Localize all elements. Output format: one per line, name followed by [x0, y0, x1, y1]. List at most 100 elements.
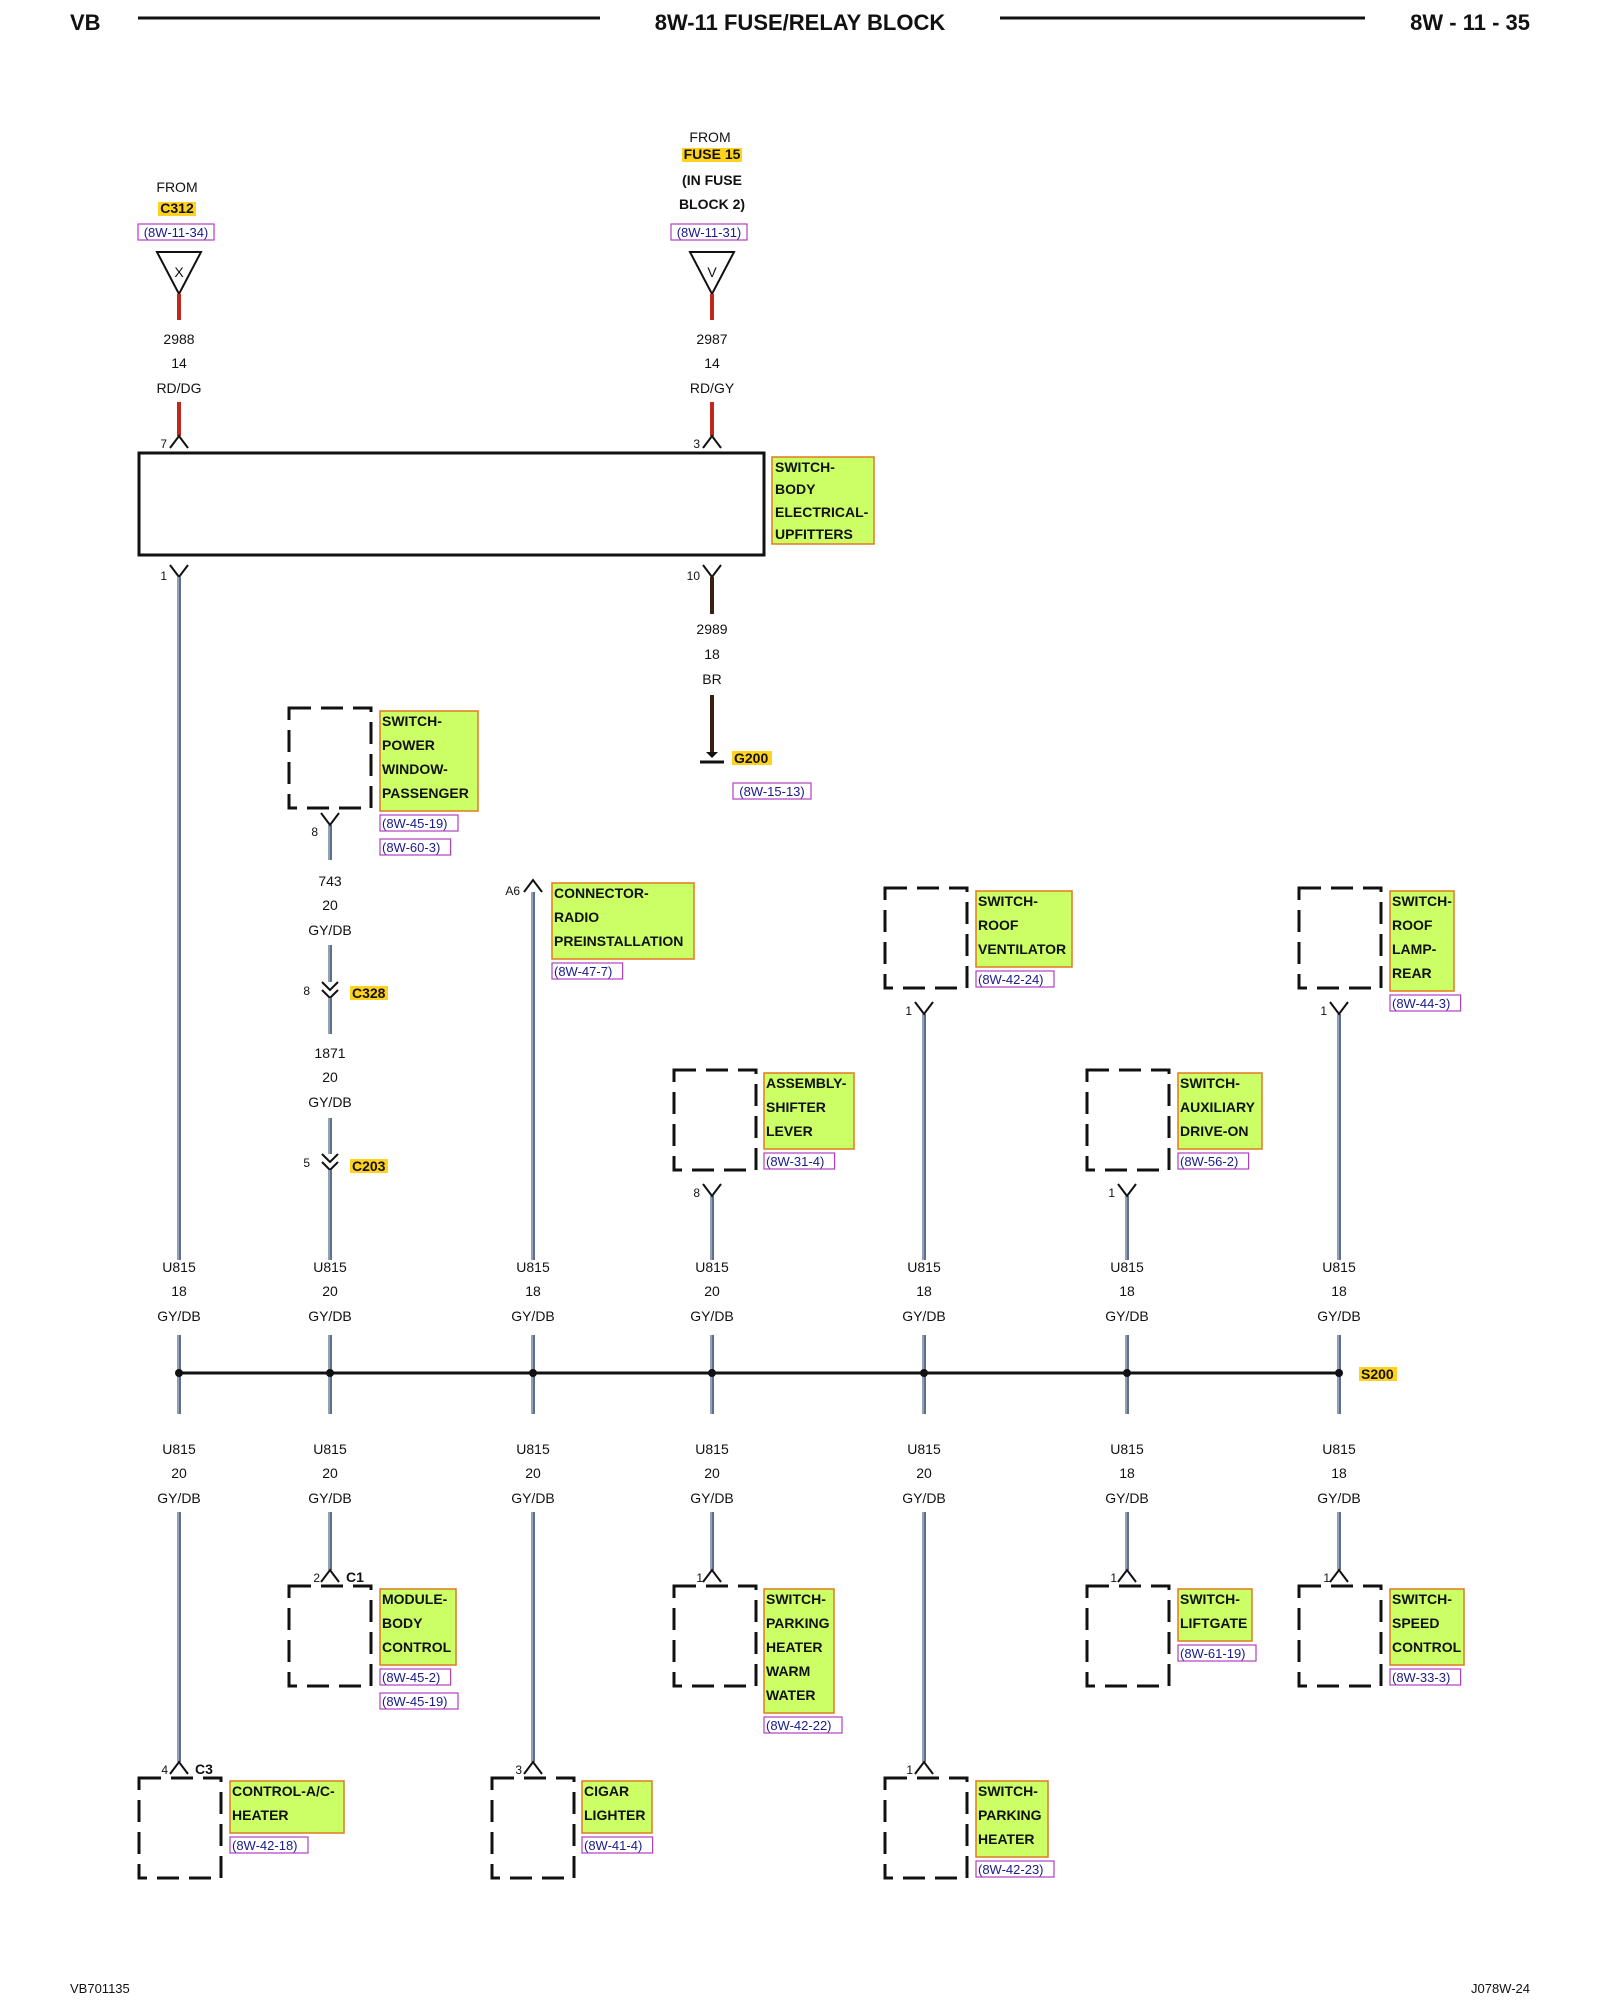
pin-number: A6 [505, 884, 520, 898]
ref-box [975, 1860, 1055, 1878]
splice-dot-icon [529, 1369, 537, 1377]
component-label-line: ROOF [978, 917, 1019, 933]
wire-color: BR [702, 671, 721, 687]
wire-color: GY/DB [308, 922, 352, 938]
component-ref-link[interactable]: (8W-42-24) [978, 972, 1044, 987]
component-ref-link[interactable]: (8W-42-23) [978, 1862, 1044, 1877]
connector-arrow-icon [320, 812, 340, 827]
label-highlight [1177, 1588, 1253, 1642]
component-label-line: BODY [775, 481, 816, 497]
ref-box [763, 1716, 843, 1734]
component-ref-link[interactable]: (8W-31-4) [766, 1154, 824, 1169]
wire-color: GY/DB [902, 1490, 946, 1506]
component-ref-link[interactable]: (8W-33-3) [1392, 1670, 1450, 1685]
connector-label: C1 [346, 1569, 364, 1585]
component-ref-link[interactable]: (8W-61-19) [1180, 1646, 1246, 1661]
label-highlight [1389, 1588, 1465, 1666]
connector-arrow-icon [914, 1760, 934, 1775]
component-ref-link[interactable]: (8W-42-22) [766, 1718, 832, 1733]
component-box [287, 706, 373, 810]
component-label-line: LIGHTER [584, 1807, 645, 1823]
component-ref-link[interactable]: (8W-42-18) [232, 1838, 298, 1853]
splice-dot-icon [1123, 1369, 1131, 1377]
pin-number: 1 [1320, 1004, 1327, 1018]
connector-arrow-icon [1117, 1568, 1137, 1583]
component-label-line: SPEED [1392, 1615, 1439, 1631]
label-highlight [682, 148, 742, 162]
component-box [672, 1068, 758, 1172]
component-ref-link[interactable]: (8W-56-2) [1180, 1154, 1238, 1169]
wire-color: GY/DB [511, 1308, 555, 1324]
wire-number: U815 [516, 1441, 550, 1457]
wire-gauge: 18 [171, 1283, 187, 1299]
wire-gauge: 18 [1331, 1465, 1347, 1481]
component-label-line: SWITCH- [775, 459, 835, 475]
component-label-line: MODULE- [382, 1591, 448, 1607]
wire-number: U815 [313, 1259, 347, 1275]
component-ref-link[interactable]: (8W-45-19) [382, 816, 448, 831]
wire-number: U815 [1322, 1259, 1356, 1275]
connector-label: C328 [352, 985, 386, 1001]
pin-number: 1 [1110, 1571, 1117, 1585]
source-fuse-note-1: (IN FUSE [682, 172, 742, 188]
pin-number: 1 [696, 1571, 703, 1585]
label-highlight [551, 882, 695, 960]
wire-gauge: 20 [916, 1465, 932, 1481]
component-label-line: SWITCH- [978, 1783, 1038, 1799]
wire-color: GY/DB [690, 1308, 734, 1324]
wire-number: U815 [516, 1259, 550, 1275]
pin-number: 8 [311, 825, 318, 839]
component-ref-link[interactable]: (8W-47-7) [554, 964, 612, 979]
component-label-line: SWITCH- [1392, 1591, 1452, 1607]
component-label-line: ASSEMBLY- [766, 1075, 847, 1091]
wire-number: 743 [318, 873, 342, 889]
connector-label: C203 [352, 1158, 386, 1174]
inline-connector-icon [321, 981, 339, 1000]
component-label-line: WARM [766, 1663, 810, 1679]
connector-arrow-icon [169, 564, 189, 579]
wire-number: 2987 [696, 331, 727, 347]
splice-triangle-icon [155, 251, 203, 297]
pin-number: 2 [313, 1571, 320, 1585]
component-label-line: HEATER [232, 1807, 289, 1823]
source-ref-link[interactable]: (8W-11-31) [677, 225, 742, 240]
component-label-line: CONTROL [1392, 1639, 1462, 1655]
wire-color: GY/DB [308, 1308, 352, 1324]
wire-number: U815 [907, 1259, 941, 1275]
connector-arrow-icon [702, 434, 722, 449]
component-ref-link[interactable]: (8W-41-4) [584, 1838, 642, 1853]
wire-color: GY/DB [157, 1308, 201, 1324]
pin-number: 3 [515, 1763, 522, 1777]
ground-ref-link[interactable]: (8W-15-13) [739, 784, 805, 799]
component-label-line: PARKING [978, 1807, 1042, 1823]
component-label-line: CONTROL [382, 1639, 452, 1655]
ground-label: G200 [734, 750, 768, 766]
ref-box [1177, 1644, 1257, 1662]
header-page-number: 8W - 11 - 35 [1410, 10, 1530, 35]
wire-color: GY/DB [1105, 1490, 1149, 1506]
label-highlight [1389, 890, 1455, 992]
component-label-line: LEVER [766, 1123, 813, 1139]
pin-number: 8 [693, 1186, 700, 1200]
component-label-line: SHIFTER [766, 1099, 826, 1115]
splice-dot-icon [708, 1369, 716, 1377]
footer-right: J078W-24 [1471, 1981, 1530, 1996]
component-label-line: SWITCH- [978, 893, 1038, 909]
component-ref-link[interactable]: (8W-45-19) [382, 1694, 448, 1709]
component-ref-link[interactable]: (8W-44-3) [1392, 996, 1450, 1011]
component-ref-link[interactable]: (8W-45-2) [382, 1670, 440, 1685]
source-fuse-15: FROM FUSE 15 (IN FUSE BLOCK 2) (8W-11-31… [670, 129, 748, 451]
header-left: VB [70, 10, 101, 35]
ref-box [379, 1692, 459, 1710]
component-box [1085, 1584, 1171, 1688]
footer-left: VB701135 [70, 1981, 130, 1996]
component-box [672, 1584, 758, 1688]
wire-number: U815 [1322, 1441, 1356, 1457]
ref-box [1389, 1668, 1462, 1686]
label-highlight [1359, 1367, 1397, 1381]
component-ref-link[interactable]: (8W-60-3) [382, 840, 440, 855]
source-ref-link[interactable]: (8W-11-34) [144, 225, 209, 240]
component-label-line: HEATER [978, 1831, 1035, 1847]
wire-gauge: 20 [322, 1465, 338, 1481]
ref-box [379, 1668, 452, 1686]
